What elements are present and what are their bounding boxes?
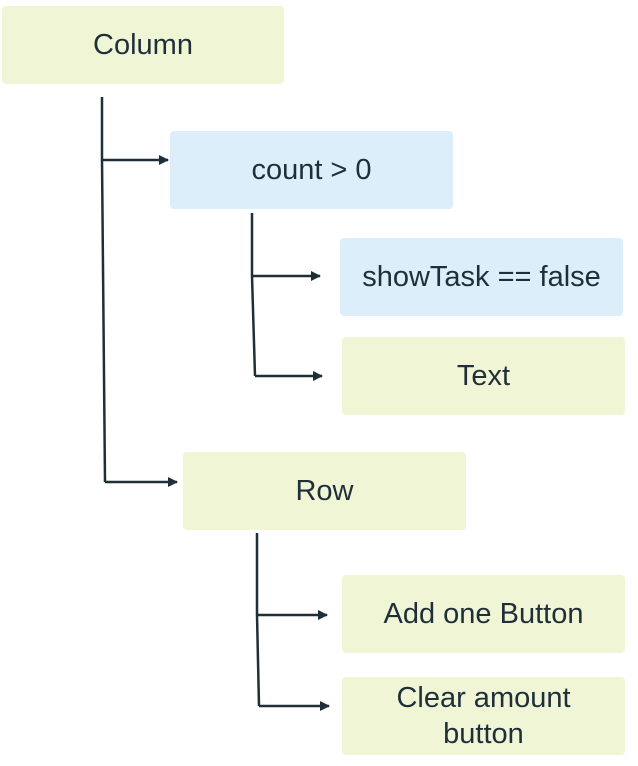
node-count-condition: count > 0 — [170, 131, 453, 209]
node-row-label: Row — [295, 475, 354, 507]
node-count-condition-label: count > 0 — [251, 154, 372, 186]
node-text-label: Text — [456, 360, 511, 392]
edge-count-trunk — [250, 213, 257, 377]
node-add-one-button: Add one Button — [342, 575, 625, 653]
edge-column-trunk — [100, 97, 107, 483]
node-clear-amount-button-label-line-1: Clear amount — [396, 682, 571, 714]
node-row: Row — [183, 452, 466, 530]
edge-row-trunk — [255, 533, 261, 707]
node-text: Text — [342, 337, 625, 415]
node-add-one-button-label: Add one Button — [383, 598, 584, 630]
node-clear-amount-button-label-line-2: button — [443, 718, 524, 750]
node-clear-amount-button: Clear amount button — [342, 677, 625, 755]
node-show-task-condition: showTask == false — [340, 238, 623, 316]
node-column: Column — [2, 6, 284, 84]
node-column-label: Column — [93, 29, 193, 61]
node-show-task-condition-label: showTask == false — [362, 261, 601, 293]
